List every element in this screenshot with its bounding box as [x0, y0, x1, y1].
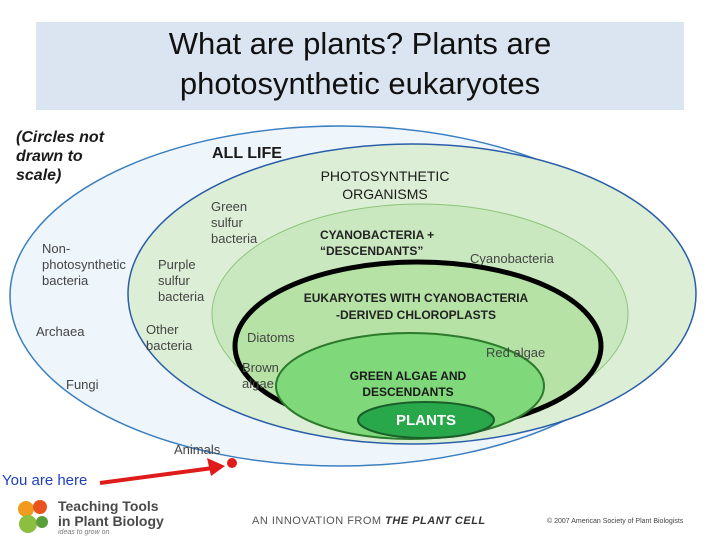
cyano-desc-line-2: “DESCENDANTS” [320, 244, 424, 258]
archaea-label: Archaea [36, 324, 85, 339]
all-life-label: ALL LIFE [212, 145, 282, 162]
logo-tagline: ideas to grow on [58, 529, 110, 536]
purple-sulfur-line-2: sulfur [158, 273, 190, 288]
other-bacteria-line-1: Other [146, 322, 179, 337]
innovation-credit: AN INNOVATION FROM THE PLANT CELL [252, 515, 486, 527]
logo-line-1: Teaching Tools [58, 498, 159, 514]
logo-line-2: in Plant Biology [58, 513, 164, 529]
green-sulfur-line-1: Green [211, 199, 248, 214]
photosynthetic-organisms-label: PHOTOSYNTHETIC ORGANISMS [300, 167, 470, 203]
scale-note-line-3: scale) [16, 167, 62, 184]
page-title: What are plants? Plants are photosynthet… [36, 24, 684, 104]
innovation-brand: THE PLANT CELL [385, 515, 486, 527]
photosynthetic-line-2: ORGANISMS [342, 186, 428, 202]
green-algae-label: GREEN ALGAE AND DESCENDANTS [338, 368, 478, 400]
cyanobacteria-descendants-label: CYANOBACTERIA + “DESCENDANTS” [320, 227, 434, 259]
scale-note-line-1: (Circles not [16, 129, 105, 146]
arrowhead [207, 458, 225, 476]
green-sulfur-line-2: sulfur [211, 215, 243, 230]
photosynthetic-line-1: PHOTOSYNTHETIC [320, 168, 450, 184]
animals-label: Animals [174, 442, 221, 457]
green-sulfur-bacteria-label: Green sulfur bacteria [211, 199, 257, 247]
teaching-tools-logo: Teaching Tools in Plant Biology ideas to… [14, 495, 244, 537]
eukaryotes-line-2: -DERIVED CHLOROPLASTS [335, 308, 496, 322]
animals-marker-dot [227, 458, 237, 468]
plants-label: PLANTS [396, 412, 456, 429]
title-background [36, 22, 684, 110]
title-line-2: photosynthetic eukaryotes [179, 66, 541, 101]
other-bacteria-line-2: bacteria [146, 338, 193, 353]
nonphoto-line-1: Non- [42, 241, 71, 256]
leaf-icon [18, 500, 48, 533]
diatoms-label: Diatoms [247, 330, 295, 345]
innovation-prefix: AN INNOVATION FROM [252, 515, 382, 527]
scale-note: (Circles not drawn to scale) [16, 128, 104, 185]
copyright-notice: © 2007 American Society of Plant Biologi… [547, 518, 684, 525]
logo-wordmark: Teaching Tools in Plant Biology [58, 499, 164, 529]
purple-sulfur-bacteria-label: Purple sulfur bacteria [158, 257, 204, 305]
brown-algae-line-2: algae [242, 376, 274, 391]
nonphotosynthetic-bacteria-label: Non- photosynthetic bacteria [42, 241, 126, 289]
fungi-label: Fungi [66, 377, 99, 392]
scale-note-line-2: drawn to [16, 148, 83, 165]
cyano-desc-line-1: CYANOBACTERIA + [320, 228, 435, 242]
cyanobacteria-label: Cyanobacteria [470, 251, 554, 266]
brown-algae-line-1: Brown [242, 360, 279, 375]
green-sulfur-line-3: bacteria [211, 231, 258, 246]
brown-algae-label: Brown algae [242, 360, 279, 392]
purple-sulfur-line-1: Purple [158, 257, 196, 272]
eukaryotes-label: EUKARYOTES WITH CYANOBACTERIA -DERIVED C… [284, 290, 548, 324]
red-algae-label: Red algae [486, 345, 546, 360]
green-algae-line-2: DESCENDANTS [362, 385, 454, 399]
nonphoto-line-3: bacteria [42, 273, 89, 288]
nonphoto-line-2: photosynthetic [42, 257, 126, 272]
you-are-here-label: You are here [2, 472, 88, 489]
green-algae-line-1: GREEN ALGAE AND [349, 369, 467, 383]
purple-sulfur-line-3: bacteria [158, 289, 205, 304]
eukaryotes-line-1: EUKARYOTES WITH CYANOBACTERIA [303, 291, 529, 305]
you-are-here-arrow [99, 466, 214, 485]
plants-ellipse [357, 401, 495, 439]
other-bacteria-label: Other bacteria [146, 322, 192, 354]
title-line-1: What are plants? Plants are [168, 26, 552, 61]
